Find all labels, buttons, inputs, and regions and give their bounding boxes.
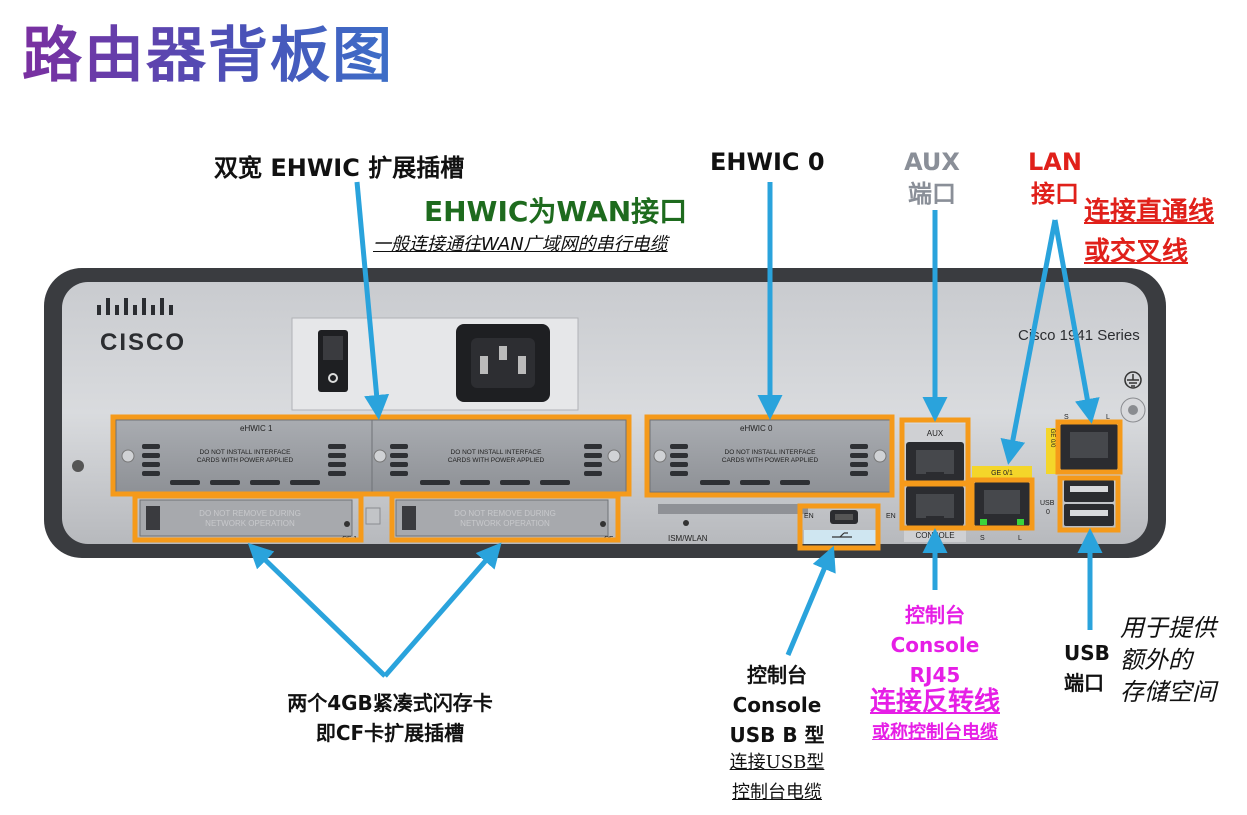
svg-text:DO NOT INSTALL INTERFACE: DO NOT INSTALL INTERFACE	[200, 449, 292, 456]
aux-callout-line1: AUX	[904, 148, 960, 176]
console-rj45-desc-line1: 连接反转线	[869, 687, 1000, 717]
cf-callout: 两个4GB紧凑式闪存卡 即CF卡扩展插槽	[250, 688, 530, 748]
svg-text:DO NOT INSTALL INTERFACE: DO NOT INSTALL INTERFACE	[725, 449, 817, 456]
console-usb-desc-line2: 控制台电缆	[732, 782, 822, 803]
ehwic0-label: eHWIC 0	[740, 424, 773, 433]
ehwic1-label: eHWIC 1	[240, 424, 273, 433]
console-rj45-callout: 控制台 Console RJ45	[870, 600, 1000, 690]
cf-callout-line2: 即CF卡扩展插槽	[315, 721, 465, 745]
svg-text:DO NOT REMOVE DURING: DO NOT REMOVE DURING	[454, 509, 556, 518]
aux-callout: AUX 端口	[896, 146, 968, 210]
console-usb-desc-line1: 连接USB型	[729, 752, 825, 773]
console-rj45-desc-line2: 或称控制台电缆	[872, 722, 998, 743]
svg-text:S: S	[1064, 414, 1069, 421]
console-usb-line2: Console	[732, 693, 822, 717]
usb-callout-line2: 端口	[1064, 671, 1104, 695]
cf-slot-1	[395, 499, 609, 537]
usb-symbol-icon	[832, 532, 852, 538]
highlight-cf1	[389, 493, 621, 543]
highlight-cf0	[132, 493, 364, 543]
arrow-lan-ge01	[1000, 219, 1058, 465]
highlight-usb-console	[797, 503, 881, 551]
svg-text:CARDS WITH POWER APPLIED: CARDS WITH POWER APPLIED	[448, 457, 545, 464]
usb-callout: USB 端口	[1064, 638, 1110, 698]
usb-desc: 用于提供 额外的 存储空间	[1120, 612, 1216, 708]
svg-text:EN: EN	[804, 513, 814, 520]
arrow-cf-right	[383, 542, 502, 678]
lan-callout-line1: LAN	[1028, 148, 1082, 176]
ge00-label: GE 0/0	[1049, 429, 1055, 448]
svg-text:0: 0	[1046, 509, 1050, 516]
svg-text:S: S	[980, 535, 985, 542]
svg-text:L: L	[1106, 414, 1110, 421]
console-rj45-desc: 连接反转线 或称控制台电缆	[840, 684, 1030, 746]
console-usb-line3: USB B 型	[729, 723, 825, 747]
ehwic1-slot	[115, 419, 627, 493]
console-usb-desc: 连接USB型 控制台电缆	[712, 748, 842, 808]
aux-port-label: AUX	[927, 429, 944, 438]
svg-text:EN: EN	[886, 513, 896, 520]
ge01-label: GE 0/1	[991, 470, 1013, 477]
lan-desc-line1: 连接直通线	[1084, 197, 1215, 227]
svg-text:NETWORK OPERATION: NETWORK OPERATION	[460, 519, 550, 528]
ism-label: ISM/WLAN	[668, 534, 708, 543]
cf-callout-line1: 两个4GB紧凑式闪存卡	[287, 691, 493, 715]
page-title: 路由器背板图	[22, 14, 394, 98]
usb-port-label: USB	[1040, 500, 1055, 507]
cf-slot-0	[139, 499, 353, 537]
usb-desc-line2: 额外的	[1120, 646, 1192, 674]
svg-text:CARDS WITH POWER APPLIED: CARDS WITH POWER APPLIED	[722, 457, 819, 464]
model-text: Cisco 1941 Series	[1018, 327, 1140, 344]
aux-callout-line2: 端口	[908, 180, 956, 208]
brand-text: CISCO	[100, 329, 186, 356]
svg-text:L: L	[1018, 535, 1022, 542]
usb-desc-line3: 存储空间	[1120, 678, 1216, 706]
ehwic-wan-label: EHWIC为WAN接口	[424, 195, 688, 228]
lan-callout-line2: 接口	[1031, 180, 1079, 208]
console-rj45-line3: RJ45	[909, 663, 961, 687]
console-rj45-line2: Console	[890, 633, 980, 657]
arrow-console-usb	[785, 545, 836, 656]
arrow-lan-ge00	[1052, 219, 1100, 424]
ehwic-wan-desc: 一般连接通往WAN广域网的串行电缆	[373, 234, 668, 255]
usb-callout-line1: USB	[1064, 641, 1110, 665]
cisco-logo-icon	[97, 298, 173, 315]
ehwic0-callout: EHWIC 0	[710, 148, 825, 176]
lan-callout: LAN 接口	[1022, 146, 1088, 210]
ground-icon	[1124, 371, 1142, 389]
svg-text:DO NOT INSTALL INTERFACE: DO NOT INSTALL INTERFACE	[451, 449, 543, 456]
svg-text:DO NOT REMOVE DURING: DO NOT REMOVE DURING	[199, 509, 301, 518]
highlight-ge01	[969, 477, 1035, 531]
lan-desc-line2: 或交叉线	[1084, 237, 1189, 267]
console-rj45-line1: 控制台	[905, 603, 965, 627]
console-usb-callout: 控制台 Console USB B 型	[712, 660, 842, 750]
console-usb-line1: 控制台	[747, 663, 807, 687]
lan-desc: 连接直通线 或交叉线	[1084, 192, 1214, 272]
svg-text:NETWORK OPERATION: NETWORK OPERATION	[205, 519, 295, 528]
svg-text:CARDS WITH POWER APPLIED: CARDS WITH POWER APPLIED	[197, 457, 294, 464]
arrow-ehwic-double	[354, 181, 390, 420]
usb-desc-line1: 用于提供	[1120, 614, 1216, 642]
arrow-cf-left	[247, 543, 387, 678]
ehwic-double-label: 双宽 EHWIC 扩展插槽	[214, 154, 465, 182]
